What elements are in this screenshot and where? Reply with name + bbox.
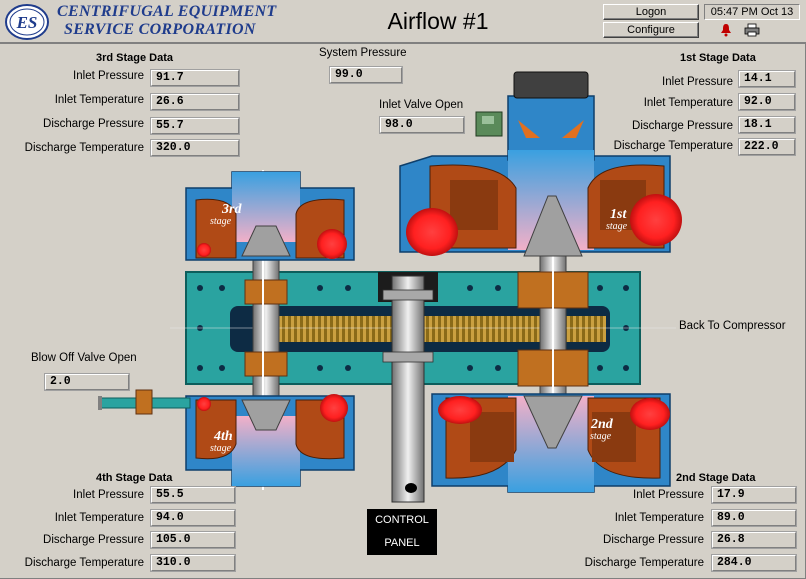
configure-button[interactable]: Configure	[603, 22, 699, 38]
control-panel-line1: CONTROL	[375, 514, 429, 526]
inlet-valve-label: Inlet Valve Open	[379, 99, 464, 111]
stage1-stage-word: stage	[606, 221, 628, 232]
stage1-label: 1st	[610, 207, 627, 222]
stage3-discharge-pressure-label: Discharge Pressure	[43, 118, 144, 130]
stage2-discharge-pressure-value: 26.8	[711, 531, 797, 549]
stage1-inlet-pressure-label: Inlet Pressure	[662, 76, 733, 88]
stage3-inlet-temperature-value: 26.6	[150, 93, 240, 111]
stage3-inlet-pressure-label: Inlet Pressure	[73, 70, 144, 82]
stage2-discharge-temperature-value: 284.0	[711, 554, 797, 572]
logon-button[interactable]: Logon	[603, 4, 699, 20]
blow-off-valve-label: Blow Off Valve Open	[31, 352, 137, 364]
stage4-inlet-temperature-label: Inlet Temperature	[54, 512, 144, 524]
stage3-discharge-temperature-value: 320.0	[150, 139, 240, 157]
stage1-discharge-pressure-value: 18.1	[738, 116, 796, 134]
control-panel-button[interactable]: CONTROL PANEL	[367, 509, 437, 555]
system-pressure-label: System Pressure	[319, 47, 407, 59]
stage1-discharge-temperature-value: 222.0	[738, 138, 796, 156]
stage1-title: 1st Stage Data	[680, 52, 756, 64]
clock-display: 05:47 PM Oct 13	[704, 4, 800, 20]
stage3-inlet-temperature-label: Inlet Temperature	[54, 94, 144, 106]
logo-text: ES	[16, 13, 38, 32]
stage2-inlet-pressure-value: 17.9	[711, 486, 797, 504]
stage4-casing	[185, 394, 355, 487]
stage4-stage-word: stage	[210, 443, 232, 454]
stage2-casing	[431, 393, 671, 493]
stage1-discharge-temperature-label: Discharge Temperature	[613, 140, 733, 152]
stage3-title: 3rd Stage Data	[96, 52, 174, 64]
bell-icon[interactable]	[718, 23, 734, 37]
stage4-label: 4th	[213, 429, 233, 444]
stage4-discharge-pressure-label: Discharge Pressure	[43, 534, 144, 546]
blow-off-valve-value: 2.0	[44, 373, 130, 391]
stage2-inlet-pressure-label: Inlet Pressure	[633, 489, 704, 501]
stage3-discharge-temperature-label: Discharge Temperature	[24, 142, 144, 154]
stage2-label: 2nd	[590, 417, 614, 432]
stage1-inlet-temperature-label: Inlet Temperature	[643, 97, 733, 109]
stage2-inlet-temperature-value: 89.0	[711, 509, 797, 527]
company-name-line1: CENTRIFUGAL EQUIPMENT	[57, 3, 277, 20]
stage2-discharge-pressure-label: Discharge Pressure	[603, 534, 704, 546]
stage1-casing	[399, 71, 682, 257]
back-to-compressor-link[interactable]: Back To Compressor	[679, 320, 786, 332]
stage3-inlet-pressure-value: 91.7	[150, 69, 240, 87]
stage2-inlet-temperature-label: Inlet Temperature	[614, 512, 704, 524]
stage2-stage-word: stage	[590, 431, 612, 442]
company-name-line2: SERVICE CORPORATION	[64, 21, 256, 38]
stage4-inlet-temperature-value: 94.0	[150, 509, 236, 527]
stage1-inlet-pressure-value: 14.1	[738, 70, 796, 88]
company-logo: ES	[5, 4, 49, 40]
stage3-stage-word: stage	[210, 216, 232, 227]
system-pressure-value: 99.0	[329, 66, 403, 84]
stage3-label: 3rd	[221, 202, 242, 217]
stage1-discharge-pressure-label: Discharge Pressure	[632, 120, 733, 132]
stage4-inlet-pressure-label: Inlet Pressure	[73, 489, 144, 501]
drive-shaft	[391, 275, 425, 503]
compressor-diagram: 3rd stage 4th stage	[98, 71, 682, 503]
stage4-discharge-temperature-label: Discharge Temperature	[24, 557, 144, 569]
stage2-title: 2nd Stage Data	[676, 472, 756, 484]
stage1-inlet-temperature-value: 92.0	[738, 93, 796, 111]
stage2-discharge-temperature-label: Discharge Temperature	[584, 557, 704, 569]
stage3-discharge-pressure-value: 55.7	[150, 117, 240, 135]
stage4-inlet-pressure-value: 55.5	[150, 486, 236, 504]
stage4-discharge-temperature-value: 310.0	[150, 554, 236, 572]
stage4-discharge-pressure-value: 105.0	[150, 531, 236, 549]
stage3-casing	[185, 171, 355, 261]
control-panel-line2: PANEL	[384, 537, 420, 549]
printer-icon[interactable]	[744, 23, 760, 37]
inlet-valve-value: 98.0	[379, 116, 465, 134]
stage4-title: 4th Stage Data	[96, 472, 173, 484]
